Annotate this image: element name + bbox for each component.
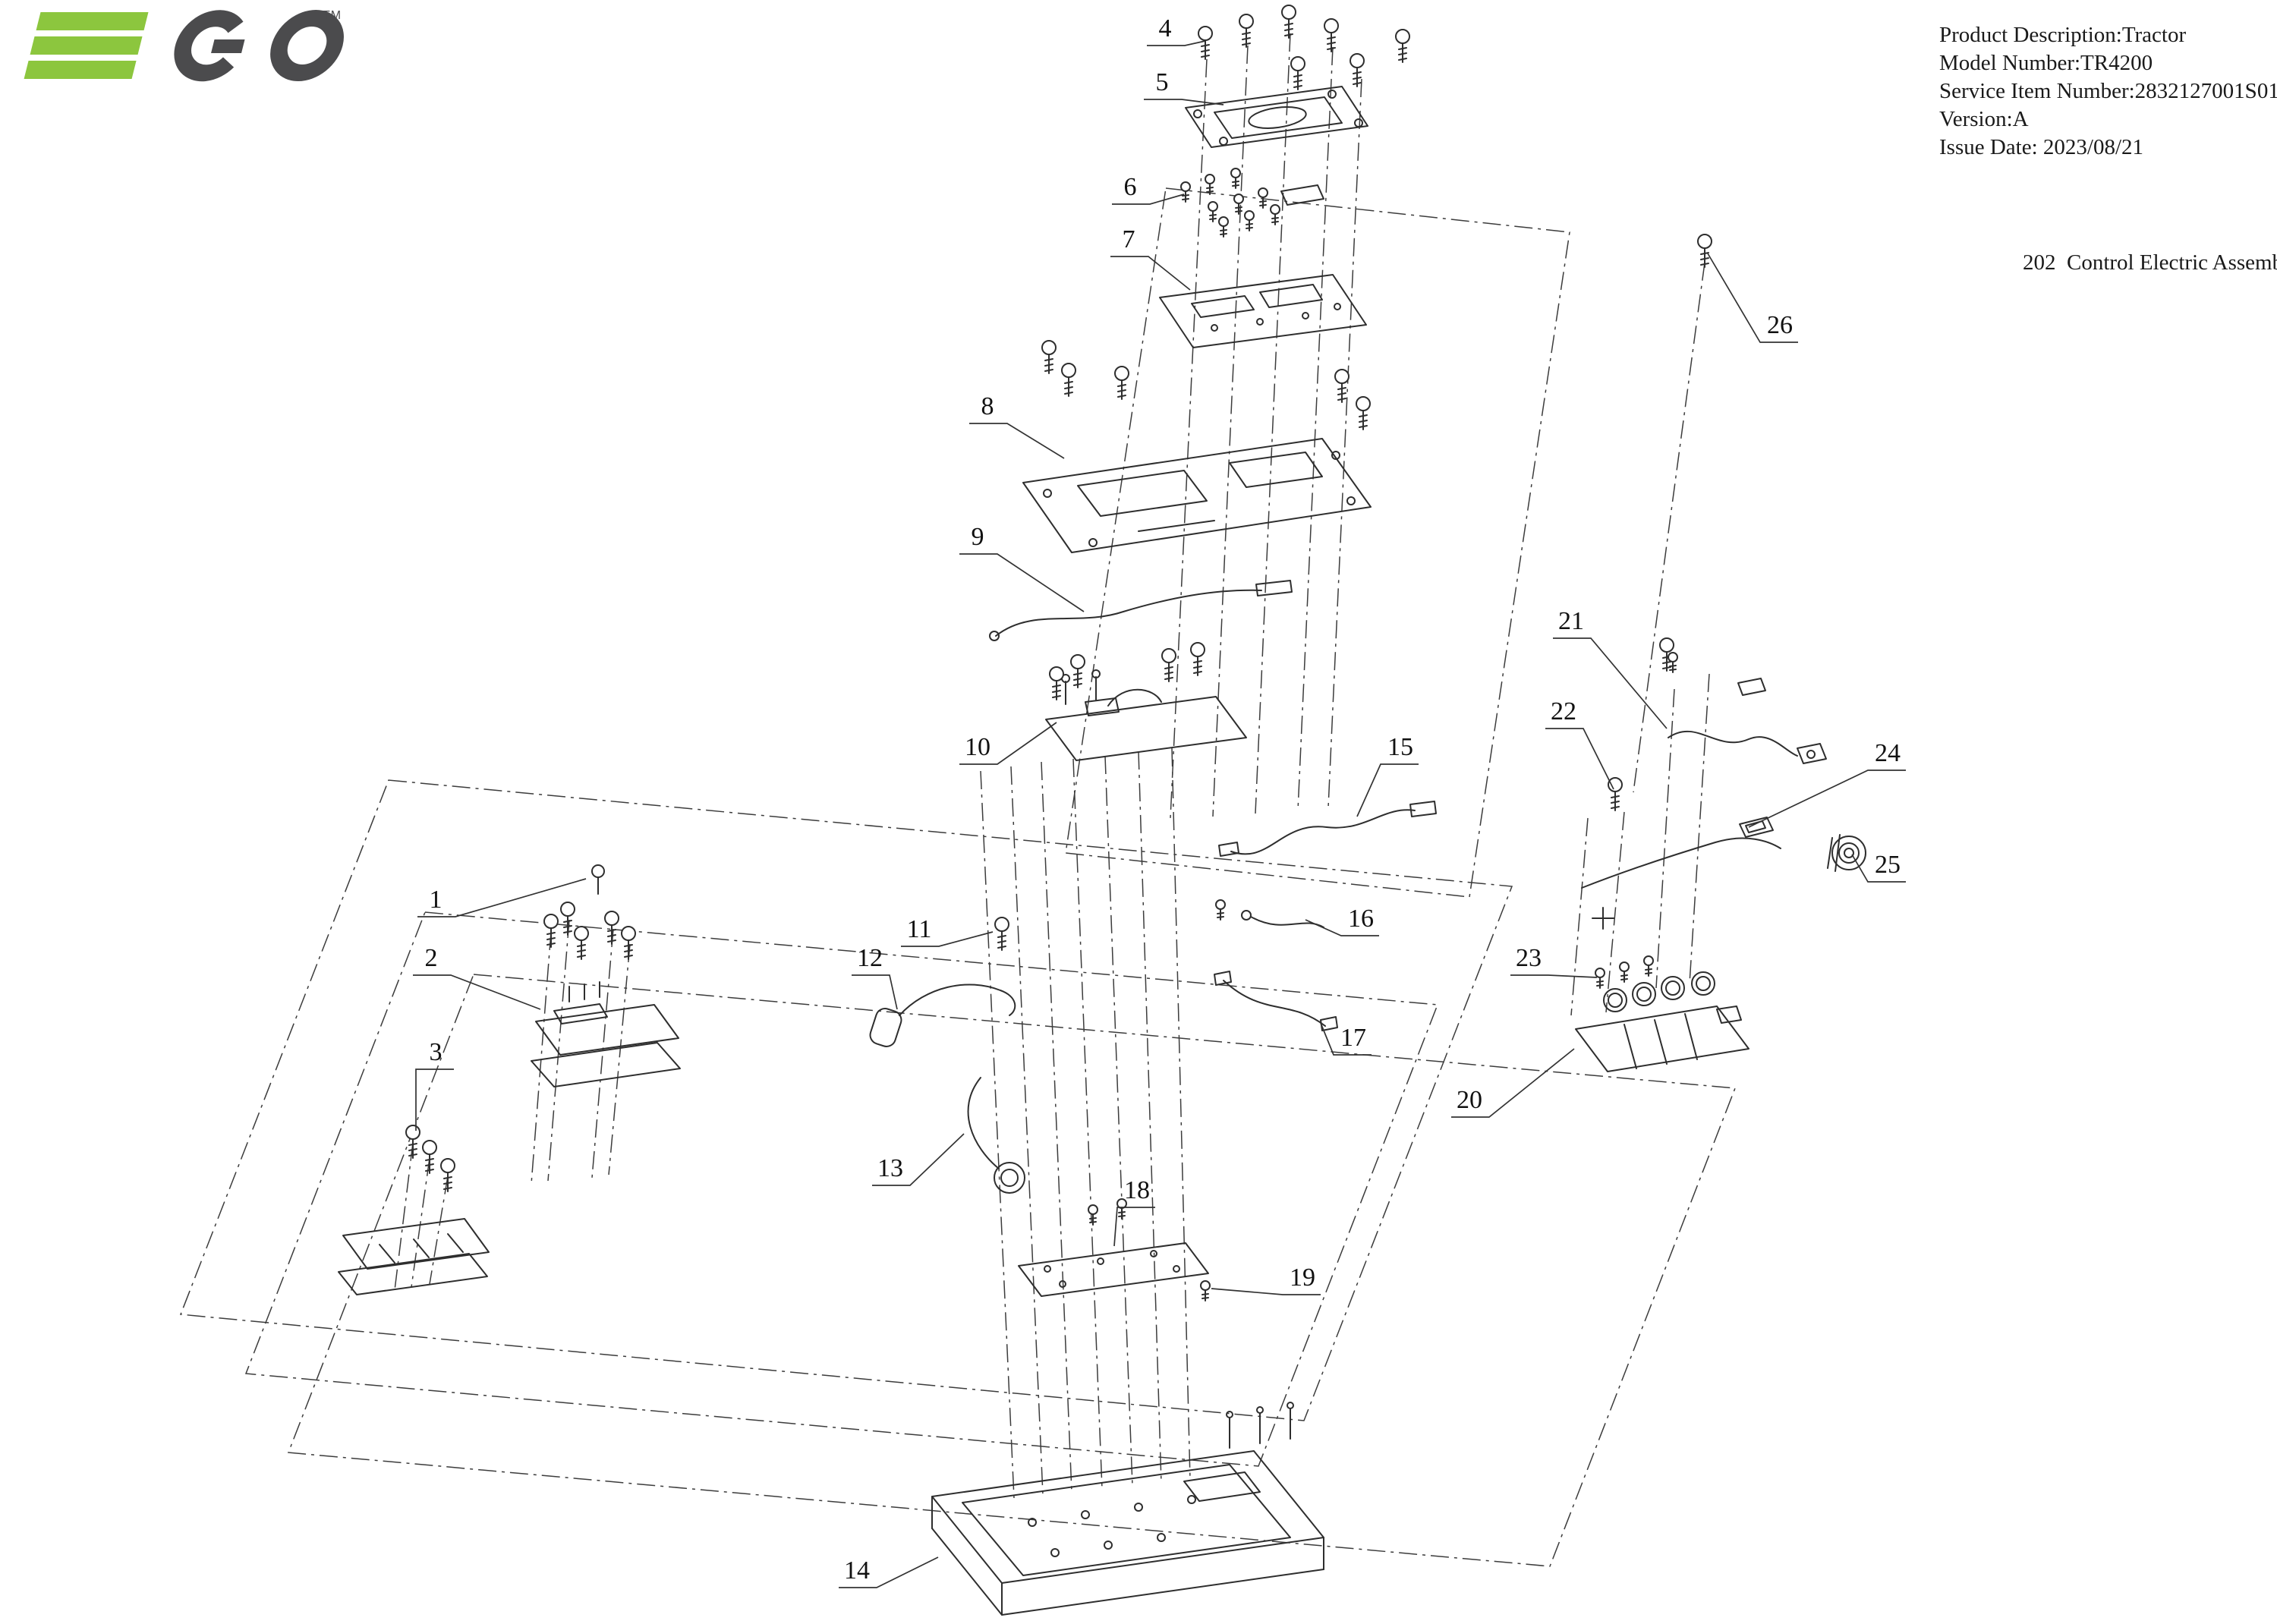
callout-leader-2 bbox=[413, 974, 541, 1010]
callout-leader-7 bbox=[1110, 256, 1191, 291]
screws-small bbox=[1088, 168, 1678, 1301]
screws-large bbox=[405, 5, 1712, 1192]
part-base-enclosure bbox=[931, 1402, 1324, 1616]
part-relay-module-3 bbox=[338, 1218, 490, 1295]
callout-leader-21 bbox=[1553, 637, 1668, 729]
logo-tm-mark: TM bbox=[323, 9, 342, 22]
product-info-block: Product Description:Tractor Model Number… bbox=[1939, 21, 2277, 162]
ego-logo: TM bbox=[19, 8, 368, 87]
part-wire-21 bbox=[1668, 678, 1827, 764]
callout-leader-12 bbox=[852, 974, 898, 1010]
part-gasket-24 bbox=[1739, 817, 1774, 838]
callout-leader-5 bbox=[1144, 99, 1224, 105]
callout-leader-22 bbox=[1545, 728, 1614, 790]
assembly-title: 202 Control Electric Assembly bbox=[2023, 250, 2277, 275]
model-number-line: Model Number:TR4200 bbox=[1939, 51, 2153, 75]
part-power-module bbox=[1575, 971, 1749, 1072]
callout-leader-24 bbox=[1748, 770, 1906, 828]
callout-leader-23 bbox=[1510, 974, 1598, 978]
callout-leader-10 bbox=[959, 722, 1057, 765]
part-sensor-1 bbox=[591, 864, 605, 895]
logo-letter-g bbox=[174, 10, 244, 82]
callout-leader-25 bbox=[1851, 854, 1906, 883]
ego-logo-graphic bbox=[24, 10, 344, 82]
callout-leader-1 bbox=[417, 878, 587, 917]
product-description-line: Product Description:Tractor bbox=[1939, 23, 2187, 47]
callout-leader-18 bbox=[1113, 1207, 1155, 1247]
construction-lines bbox=[179, 33, 1737, 1567]
service-item-number-line: Service Item Number:2832127001S01 bbox=[1939, 79, 2277, 103]
part-wire-12 bbox=[869, 984, 1016, 1047]
part-wire-17 bbox=[1214, 971, 1338, 1031]
part-connector-25 bbox=[1827, 834, 1866, 872]
part-strip-plate bbox=[1018, 1242, 1209, 1297]
part-wire-13 bbox=[967, 1077, 1025, 1194]
callout-leader-8 bbox=[969, 423, 1065, 459]
callout-leader-13 bbox=[872, 1133, 965, 1186]
logo-letter-o bbox=[270, 10, 344, 81]
version-line: Version:A bbox=[1939, 107, 2029, 131]
part-ground-wire bbox=[989, 580, 1293, 641]
logo-letter-e bbox=[24, 12, 149, 79]
callout-leader-4 bbox=[1147, 40, 1206, 46]
callout-leader-9 bbox=[959, 553, 1085, 612]
callout-leader-15 bbox=[1356, 763, 1419, 817]
part-harness-right bbox=[1581, 837, 1781, 930]
part-top-cover bbox=[1185, 86, 1368, 148]
callout-leader-26 bbox=[1707, 253, 1798, 343]
logo-letter-g-bar bbox=[211, 39, 245, 53]
part-control-pcb bbox=[1159, 184, 1367, 348]
callout-leader-6 bbox=[1112, 194, 1185, 205]
part-wire-15 bbox=[1218, 801, 1437, 857]
callout-leaders bbox=[413, 40, 1906, 1588]
callout-leader-20 bbox=[1451, 1048, 1575, 1118]
callout-leader-11 bbox=[901, 931, 994, 947]
callout-leader-17 bbox=[1320, 1022, 1372, 1056]
issue-date-line: Issue Date: 2023/08/21 bbox=[1939, 135, 2144, 159]
part-relay-module-2 bbox=[531, 981, 681, 1087]
part-wire-16 bbox=[1241, 910, 1324, 928]
callout-leader-14 bbox=[839, 1556, 939, 1588]
part-bracket bbox=[1045, 669, 1247, 761]
callout-leader-3 bbox=[415, 1069, 454, 1131]
callout-leader-16 bbox=[1305, 919, 1379, 936]
parts-line-art bbox=[338, 5, 1866, 1616]
callout-leader-19 bbox=[1211, 1288, 1321, 1295]
part-mounting-plate bbox=[1022, 438, 1372, 553]
